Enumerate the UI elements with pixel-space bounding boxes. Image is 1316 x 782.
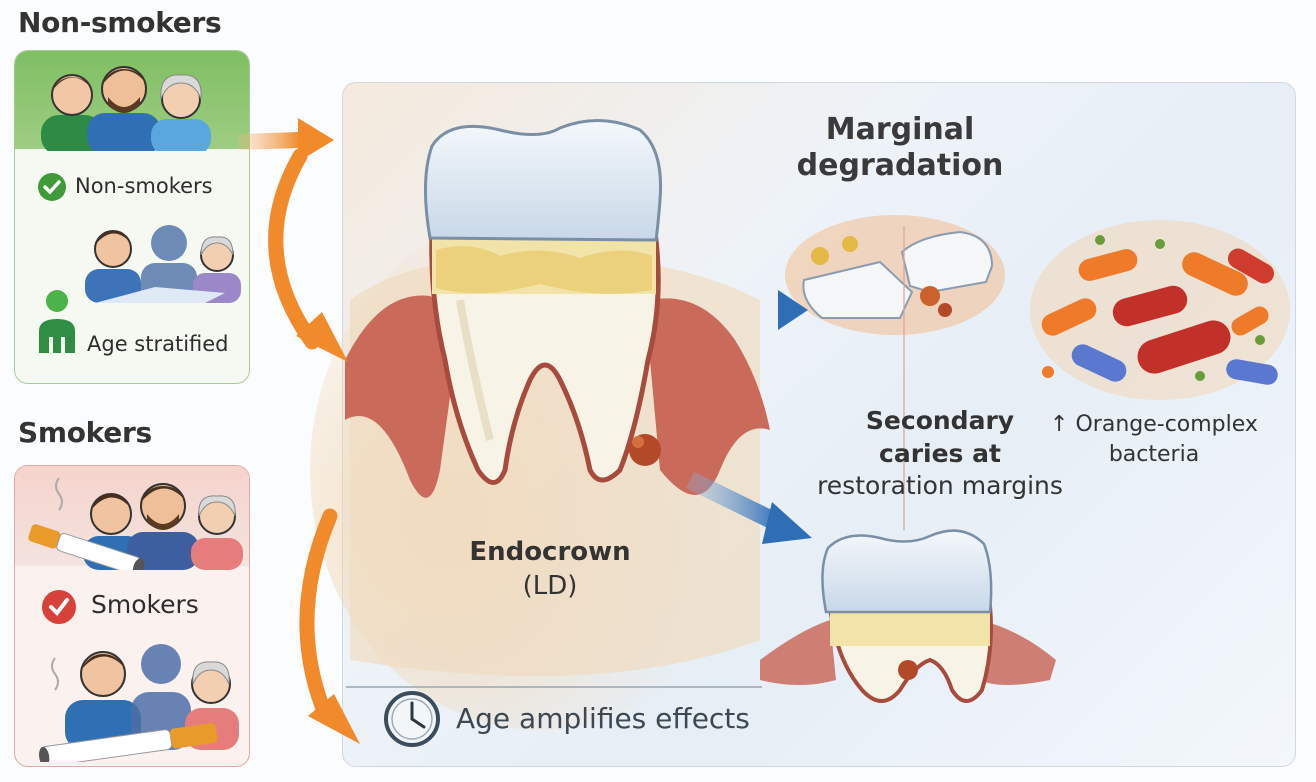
clock-icon xyxy=(386,693,438,745)
secondary-line3: restoration margins xyxy=(790,470,1090,503)
arrow-top-right xyxy=(238,140,300,142)
endocrown xyxy=(425,120,660,240)
small-crown xyxy=(822,531,991,612)
endocrown-line2: (LD) xyxy=(440,570,660,604)
marginal-label-line2: degradation xyxy=(780,148,1020,184)
endocrown-line1: Endocrown xyxy=(440,536,660,570)
age-amplifies-label: Age amplifies effects xyxy=(456,702,750,735)
arrow-curve-down xyxy=(276,156,312,342)
marginal-label-line1: Marginal xyxy=(780,112,1020,148)
endocrown-label: Endocrown (LD) xyxy=(440,536,660,604)
marginal-degradation-label: Marginal degradation xyxy=(780,112,1020,184)
bacteria-line2: bacteria xyxy=(1030,440,1278,470)
bacteria-label: ↑ Orange-complex bacteria xyxy=(1030,410,1278,469)
bacteria-line1: ↑ Orange-complex xyxy=(1030,410,1278,440)
arrow-smokers-down xyxy=(307,516,330,716)
